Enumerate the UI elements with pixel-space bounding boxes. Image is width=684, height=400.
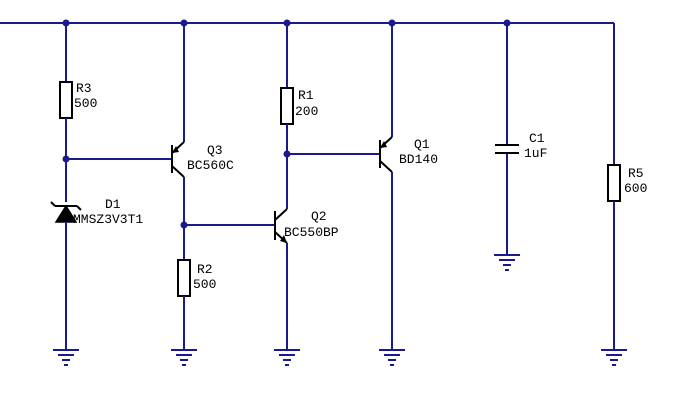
resistor-r5 xyxy=(607,164,621,202)
r2-ref-label: R2 xyxy=(197,262,213,277)
r1-ref-label: R1 xyxy=(298,88,314,103)
ground-symbol-q2 xyxy=(274,349,300,366)
resistor-r3 xyxy=(59,81,73,119)
transistor-q3 xyxy=(171,141,185,178)
q3-branch xyxy=(171,23,275,350)
c1-value-label: 1uF xyxy=(524,146,547,161)
ground-symbol-q1 xyxy=(379,349,405,366)
q1-ref-label: Q1 xyxy=(414,137,430,152)
r3-d1-branch xyxy=(50,23,172,350)
resistor-r1 xyxy=(280,87,294,125)
ground-symbol-r2 xyxy=(171,349,197,366)
q2-value-label: BC550BP xyxy=(284,225,339,240)
r5-ref-label: R5 xyxy=(628,166,644,181)
capacitor-c1 xyxy=(495,144,519,154)
r1-q2-branch xyxy=(274,23,380,350)
q3-value-label: BC560C xyxy=(187,158,234,173)
q3-ref-label: Q3 xyxy=(207,143,223,158)
q2-ref-label: Q2 xyxy=(311,209,327,224)
r3-ref-label: R3 xyxy=(76,81,92,96)
c1-ref-label: C1 xyxy=(529,131,545,146)
r3-value-label: 500 xyxy=(74,96,97,111)
d1-ref-label: D1 xyxy=(105,197,121,212)
resistor-r2 xyxy=(177,259,191,297)
q1-branch xyxy=(379,23,393,350)
ground-symbol-r5 xyxy=(601,349,627,366)
q1-value-label: BD140 xyxy=(399,152,438,167)
top-rail xyxy=(0,22,615,165)
r2-value-label: 500 xyxy=(193,277,216,292)
ground-symbol-d1 xyxy=(53,349,79,366)
junction-dots xyxy=(62,19,511,229)
ground-symbols xyxy=(53,254,627,366)
transistor-q2 xyxy=(274,208,288,244)
r1-value-label: 200 xyxy=(295,104,318,119)
r5-value-label: 600 xyxy=(624,181,647,196)
ground-symbol-c1 xyxy=(494,254,520,271)
d1-value-label: MMSZ3V3T1 xyxy=(73,212,143,227)
transistor-q1 xyxy=(379,136,393,173)
c1-branch xyxy=(495,23,519,255)
